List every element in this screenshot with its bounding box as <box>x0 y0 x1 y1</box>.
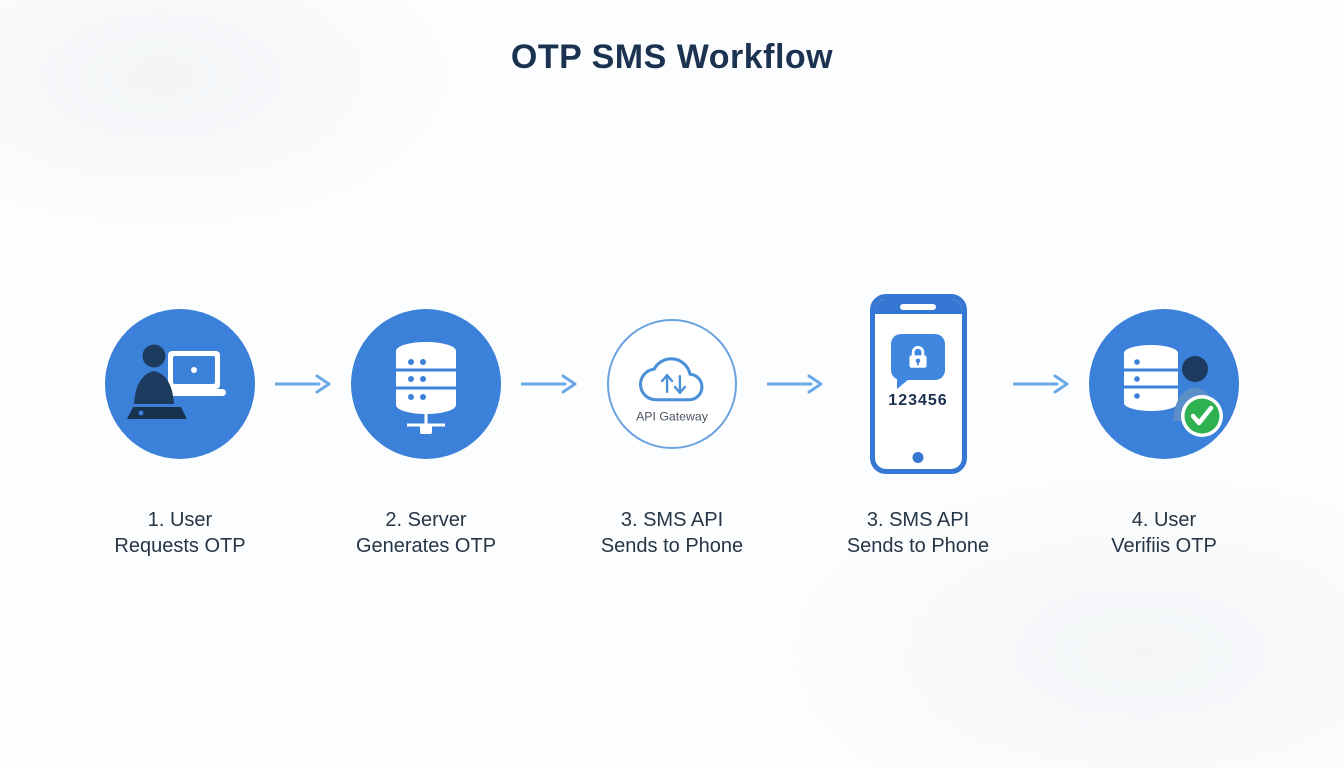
api-gateway-label: API Gateway <box>636 409 709 423</box>
step-3-circle: API Gateway <box>607 319 737 449</box>
flow-arrow-icon <box>521 374 577 394</box>
step-3-label: 3. SMS API Sends to Phone <box>600 509 744 558</box>
phone-top-bar <box>874 299 962 314</box>
flow-arrow-icon <box>275 374 331 394</box>
step-user-verifies-otp: 4. User Verifiis OTP <box>1069 289 1259 560</box>
phone-otp-icon: 123456 <box>869 294 967 474</box>
otp-message-bubble <box>891 334 945 389</box>
user-laptop-icon <box>127 344 226 419</box>
otp-code-text: 123456 <box>888 392 948 409</box>
step-2-label: 2. Server Generates OTP <box>355 509 497 558</box>
step-1-circle <box>105 309 255 459</box>
otp-sms-workflow-diagram: OTP SMS Workflow <box>0 38 1344 560</box>
server-database-icon <box>396 342 456 434</box>
flow-arrow-icon <box>1013 374 1069 394</box>
flow-arrow-icon <box>767 374 823 394</box>
step-5-circle <box>1089 309 1239 459</box>
step-1-label: 1. User Requests OTP <box>114 509 246 558</box>
step-5-label: 4. User Verifiis OTP <box>1111 509 1217 558</box>
phone-speaker <box>900 303 936 310</box>
page-title: OTP SMS Workflow <box>510 38 834 76</box>
phone-home-button <box>912 452 924 463</box>
workflow-row: 1. User Requests OTP <box>0 289 1344 560</box>
lock-icon <box>909 346 927 368</box>
step-server-generates-otp: 2. Server Generates OTP <box>331 289 521 560</box>
database-user-check-icon <box>1124 345 1223 437</box>
step-user-requests-otp: 1. User Requests OTP <box>85 289 275 560</box>
step-2-circle <box>351 309 501 459</box>
step-4-label: 3. SMS API Sends to Phone <box>846 509 990 558</box>
api-gateway-cloud-icon: API Gateway <box>636 357 709 423</box>
step-phone-receives-otp: 123456 3. SMS API Sends to Phone <box>823 289 1013 560</box>
step-sms-api-gateway: API Gateway 3. SMS API Sends to Phone <box>577 289 767 560</box>
